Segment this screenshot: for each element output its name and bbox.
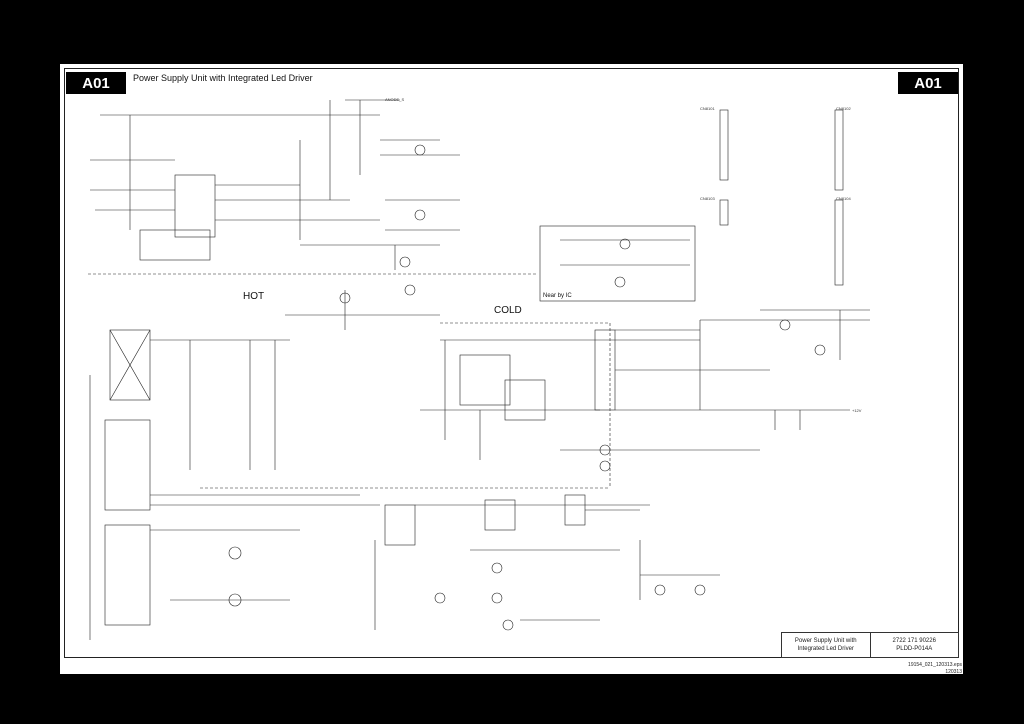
schematic-sheet <box>60 64 963 674</box>
title-block-code: 2722 171 90226 PLDD-P014A <box>869 633 959 657</box>
title-block-code-line2: PLDD-P014A <box>896 646 933 652</box>
title-block-description-line2: Integrated Led Driver <box>797 646 854 652</box>
title-block-code-line1: 2722 171 90226 <box>892 638 936 644</box>
title-block-description-line1: Power Supply Unit with <box>794 638 857 644</box>
title-block-description: Power Supply Unit with Integrated Led Dr… <box>782 633 870 657</box>
sheet-tag-right: A01 <box>898 72 958 94</box>
sheet-tag-left: A01 <box>66 72 126 94</box>
connector-label-2: CN8102 <box>836 106 851 111</box>
near-ic-label: Near by IC <box>543 293 572 299</box>
hot-zone-label: HOT <box>243 291 265 302</box>
cold-zone-label: COLD <box>494 305 522 316</box>
diagram-title: Power Supply Unit with Integrated Led Dr… <box>133 73 313 83</box>
output-voltage-label: +12V <box>852 408 862 413</box>
anode-label: ANODE_S <box>385 97 405 102</box>
title-block: Power Supply Unit with Integrated Led Dr… <box>781 632 959 658</box>
footer-date: 120313 <box>945 669 962 675</box>
footer-filename: 19154_021_120313.eps <box>908 662 962 668</box>
connector-label-1: CN8101 <box>700 106 715 111</box>
connector-label-4: CN8104 <box>836 196 851 201</box>
drawing-frame <box>64 68 959 658</box>
connector-label-3: CN8103 <box>700 196 715 201</box>
